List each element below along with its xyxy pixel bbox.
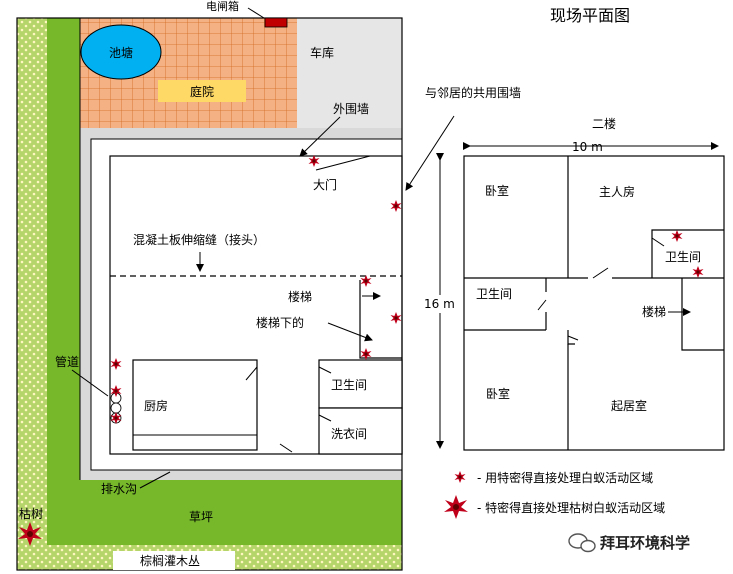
dead-tree-label: 枯树	[19, 506, 43, 521]
legend-small-icon	[454, 471, 466, 483]
sf-living-room-label: 起居室	[611, 398, 647, 413]
lawn-area	[47, 480, 402, 545]
laundry-label: 洗衣间	[331, 426, 367, 441]
laundry	[318, 407, 403, 455]
gate-label: 大门	[313, 177, 337, 192]
kitchen-label: 厨房	[144, 398, 168, 413]
pond	[80, 24, 162, 80]
under-stairs-label: 楼梯下的	[256, 315, 304, 330]
courtyard-label-box	[158, 80, 246, 102]
legend-large-icon	[444, 495, 468, 519]
page-title: 现场平面图	[550, 6, 630, 25]
watermark-text: 拜耳环境科学	[600, 534, 690, 552]
grass-strip	[47, 18, 80, 545]
legend-small-text: - 用特密得直接处理白蚁活动区域	[477, 470, 653, 485]
electric-box-label: 电闸箱	[206, 0, 239, 13]
electric-box	[264, 17, 288, 28]
sf-bathroom-left-label: 卫生间	[476, 287, 512, 301]
width-dimension: 10 m	[572, 140, 603, 154]
legend-large-text: - 特密得直接处理枯树白蚁活动区域	[477, 500, 665, 515]
stairs-label: 楼梯	[288, 289, 312, 304]
drain-label: 排水沟	[101, 482, 137, 496]
expansion-joint-label: 混凝土板伸缩缝（接头）	[133, 232, 265, 247]
pipe-label: 管道	[55, 354, 79, 369]
second-floor-title: 二楼	[592, 116, 616, 131]
palm-shrub-label-box	[113, 551, 235, 570]
sf-bedroom-bottom-label: 卧室	[486, 386, 510, 401]
second-floor-outline	[463, 155, 725, 451]
courtyard-label: 庭院	[190, 84, 214, 99]
sf-stairs-label: 楼梯	[642, 304, 666, 319]
sf-bedroom-top-label: 卧室	[485, 183, 509, 198]
garage-area	[297, 18, 402, 128]
pond-label: 池塘	[109, 45, 133, 60]
bathroom-label: 卫生间	[331, 378, 367, 392]
outer-wall-label: 外围墙	[333, 102, 369, 116]
shared-wall-label: 与邻居的共用围墙	[425, 85, 521, 100]
sf-bathroom-right-label: 卫生间	[665, 250, 701, 264]
garage-label: 车库	[310, 45, 334, 60]
wechat-icon	[568, 533, 596, 553]
palm-shrub-label: 棕榈灌木丛	[140, 553, 200, 568]
height-dimension: 16 m	[424, 297, 455, 311]
left-shrub-strip	[17, 18, 47, 570]
sf-master-room-label: 主人房	[599, 184, 635, 199]
lawn-label: 草坪	[189, 510, 213, 524]
